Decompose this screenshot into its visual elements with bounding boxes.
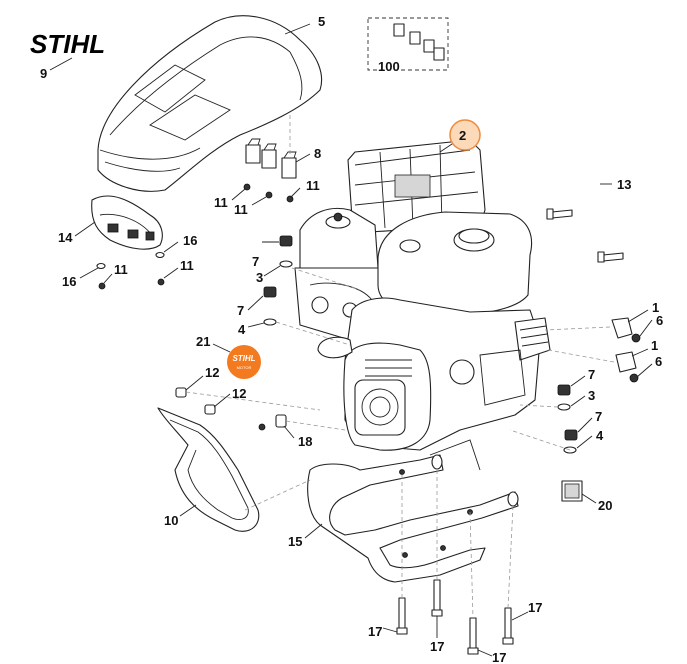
leader-lines	[49, 23, 653, 657]
badge-text: STIHL	[232, 354, 255, 363]
clip-kit-part-100[interactable]	[367, 17, 449, 71]
cover-part-5[interactable]	[97, 15, 323, 192]
callout-11-c[interactable]: 11	[306, 178, 320, 193]
callout-7-d[interactable]: 7	[595, 409, 602, 424]
callout-1-a[interactable]: 1	[652, 300, 659, 315]
badge-subtext: MOTOR	[237, 365, 252, 370]
callout-15[interactable]: 15	[288, 534, 302, 549]
nut-part-7-left-b[interactable]	[263, 286, 277, 298]
callout-11-e[interactable]: 11	[180, 258, 194, 273]
washer-part-3-left[interactable]	[279, 260, 293, 268]
engine-part-2[interactable]	[294, 139, 551, 471]
callout-13[interactable]: 13	[617, 177, 631, 192]
callout-4-b[interactable]: 4	[596, 428, 604, 443]
callout-8[interactable]: 8	[314, 146, 321, 161]
screws-part-11-lower[interactable]	[98, 278, 165, 290]
callout-11-a[interactable]: 11	[214, 195, 228, 210]
callout-16-a[interactable]: 16	[183, 233, 197, 248]
stihl-logo: STIHL	[30, 29, 105, 59]
callout-21[interactable]: 21	[196, 334, 210, 349]
motor-badge-part-21[interactable]: STIHL MOTOR	[227, 345, 261, 379]
bolt-part-17-b[interactable]	[431, 579, 443, 617]
washers-part-16[interactable]	[96, 251, 165, 270]
callout-6-a[interactable]: 6	[656, 313, 663, 328]
grommet-part-12-b[interactable]	[204, 404, 216, 415]
callout-17-a[interactable]: 17	[368, 624, 382, 639]
callout-4-a[interactable]: 4	[238, 322, 246, 337]
screw-part-6-lower[interactable]	[629, 373, 639, 383]
nut-part-7-right-a[interactable]	[557, 384, 571, 396]
screw-part-6-upper[interactable]	[631, 333, 641, 343]
callout-2[interactable]: 2	[459, 128, 466, 143]
bolt-part-17-c[interactable]	[467, 617, 479, 655]
washer-part-4-left[interactable]	[263, 318, 277, 326]
highlight-circle	[449, 119, 481, 151]
callout-9[interactable]: 9	[40, 66, 47, 81]
callout-17-b[interactable]: 17	[430, 639, 444, 654]
callout-17-d[interactable]: 17	[528, 600, 542, 615]
callout-numbers: 2 5 9 100 8 11 11 11 13 14 16 16 11 11 7…	[40, 14, 663, 664]
callout-7-b[interactable]: 7	[237, 303, 244, 318]
label-part-20[interactable]	[561, 480, 583, 502]
callout-18[interactable]: 18	[298, 434, 312, 449]
bolt-part-17-a[interactable]	[396, 597, 408, 635]
gasket-part-10[interactable]	[157, 407, 260, 532]
grommet-part-12-a[interactable]	[175, 387, 187, 398]
callout-16-b[interactable]: 16	[62, 274, 76, 289]
callout-10[interactable]: 10	[164, 513, 178, 528]
spacer-part-18[interactable]	[258, 414, 287, 431]
callout-7-c[interactable]: 7	[588, 367, 595, 382]
callout-11-d[interactable]: 11	[114, 262, 128, 277]
washer-part-3-right[interactable]	[557, 403, 571, 411]
callout-1-b[interactable]: 1	[651, 338, 658, 353]
nut-part-7-left-a[interactable]	[279, 235, 293, 247]
clamp-part-1-upper[interactable]	[611, 317, 633, 339]
callout-12-b[interactable]: 12	[232, 386, 246, 401]
assembly-lines	[185, 115, 615, 619]
nut-part-7-right-b[interactable]	[564, 429, 578, 441]
bolts-handle[interactable]	[546, 208, 624, 263]
bezel-part-14[interactable]	[91, 195, 163, 250]
callout-3-a[interactable]: 3	[256, 270, 263, 285]
callout-17-c[interactable]: 17	[492, 650, 506, 664]
callout-100[interactable]: 100	[378, 59, 400, 74]
callout-3-b[interactable]: 3	[588, 388, 595, 403]
frame-part-15[interactable]	[307, 454, 519, 583]
callout-14[interactable]: 14	[58, 230, 73, 245]
clips-part-8[interactable]	[245, 138, 297, 179]
callout-11-b[interactable]: 11	[234, 202, 248, 217]
callout-20[interactable]: 20	[598, 498, 612, 513]
bolt-part-17-d[interactable]	[502, 607, 514, 645]
handle-part-13[interactable]	[529, 129, 611, 266]
clamp-part-1-lower[interactable]	[615, 351, 637, 373]
callout-7-a[interactable]: 7	[252, 254, 259, 269]
callout-5[interactable]: 5	[318, 14, 325, 29]
callout-6-b[interactable]: 6	[655, 354, 662, 369]
screws-part-11-upper[interactable]	[243, 183, 294, 203]
callout-12-a[interactable]: 12	[205, 365, 219, 380]
